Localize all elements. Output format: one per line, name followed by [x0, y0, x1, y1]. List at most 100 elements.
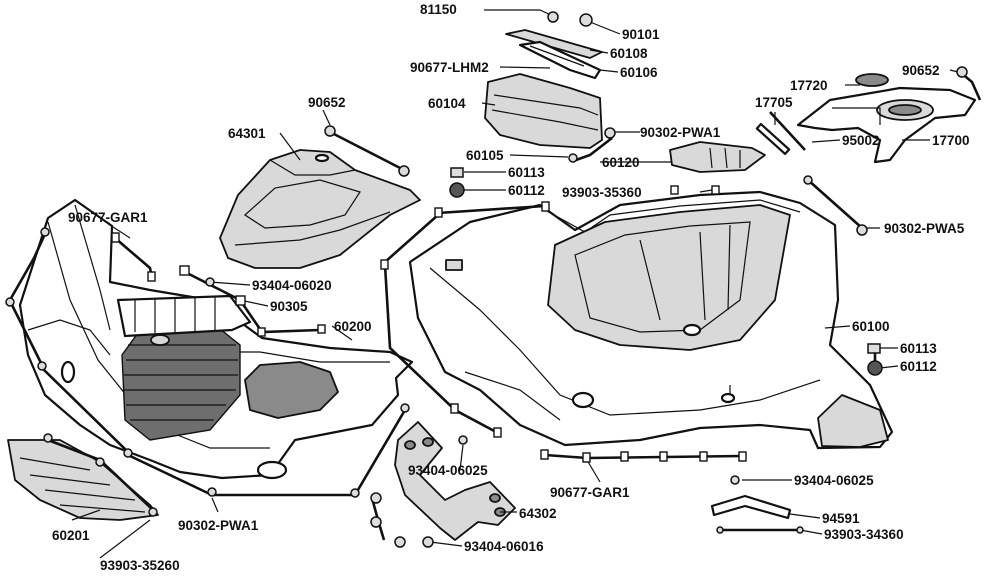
screw-icon: [5, 297, 15, 307]
screw-icon: [324, 125, 336, 137]
label-90302-pwa1-bottom: 90302-PWA1: [178, 518, 259, 533]
rack-part: [755, 73, 977, 164]
clip-icon: [620, 451, 629, 462]
label-17705: 17705: [755, 95, 793, 110]
nut-icon: [867, 360, 883, 376]
screw-icon: [43, 433, 53, 443]
label-90305: 90305: [270, 299, 308, 314]
screw-icon: [37, 361, 47, 371]
clip-icon: [380, 259, 389, 270]
label-60201: 60201: [52, 528, 90, 543]
strip-part: [710, 494, 792, 520]
screw-icon: [398, 165, 410, 177]
screw-icon: [716, 526, 724, 534]
label-17720: 17720: [790, 78, 828, 93]
label-60105: 60105: [466, 148, 504, 163]
label-64302: 64302: [519, 506, 557, 521]
clip-icon: [670, 185, 679, 195]
label-93903-34360: 93903-34360: [824, 527, 904, 542]
screw-icon: [205, 277, 215, 287]
main-body-part: [408, 190, 894, 450]
screw-icon: [422, 536, 434, 548]
label-60200: 60200: [334, 319, 372, 334]
clip-icon: [434, 207, 443, 218]
cover-60120-part: [669, 141, 766, 173]
label-60120: 60120: [602, 155, 640, 170]
label-93404-06020: 93404-06020: [252, 278, 332, 293]
label-17700: 17700: [932, 133, 970, 148]
clip-icon: [493, 427, 502, 438]
label-93404-06016: 93404-06016: [464, 539, 544, 554]
screw-icon: [123, 448, 133, 458]
label-93903-35260: 93903-35260: [100, 558, 180, 573]
label-90652-right: 90652: [902, 63, 940, 78]
screw-icon: [547, 11, 559, 23]
clip-icon: [111, 232, 120, 243]
label-90677-gar1-bottom: 90677-GAR1: [550, 485, 630, 500]
label-60104: 60104: [428, 96, 466, 111]
label-90677-gar1-left: 90677-GAR1: [68, 210, 148, 225]
label-90302-pwa1-top: 90302-PWA1: [640, 125, 721, 140]
label-60106: 60106: [620, 65, 658, 80]
nut-icon: [449, 182, 465, 198]
label-60112-right: 60112: [900, 359, 937, 374]
label-93404-06025-right: 93404-06025: [794, 473, 874, 488]
front-cover-part: [219, 149, 421, 269]
screw-icon: [803, 175, 813, 185]
screw-icon: [568, 153, 578, 163]
clip-icon: [450, 403, 459, 414]
label-93404-06025-mid: 93404-06025: [408, 463, 488, 478]
clip-icon: [147, 271, 156, 282]
label-64301: 64301: [228, 126, 266, 141]
clip-icon: [738, 451, 747, 462]
seat-cushion-part: [484, 73, 603, 149]
strap-bracket-part: [505, 29, 603, 80]
label-60100: 60100: [852, 319, 890, 334]
clip-icon: [582, 452, 591, 463]
fasteners: [5, 11, 968, 548]
clip-icon: [235, 295, 246, 306]
screw-icon: [604, 127, 616, 139]
label-95002: 95002: [842, 133, 880, 148]
bracket-64302-part: [394, 421, 516, 541]
label-94591: 94591: [822, 511, 860, 526]
screw-icon: [350, 488, 360, 498]
screw-icon: [400, 403, 410, 413]
nut-icon: [867, 343, 881, 354]
label-60113-top: 60113: [508, 165, 545, 180]
label-90677-lhm2: 90677-LHM2: [410, 60, 489, 75]
screw-icon: [370, 492, 382, 504]
screw-icon: [956, 66, 968, 78]
label-93903-35360: 93903-35360: [562, 185, 642, 200]
label-60113-right: 60113: [900, 341, 937, 356]
screw-icon: [796, 526, 804, 534]
label-60112-top: 60112: [508, 183, 545, 198]
clip-icon: [540, 449, 549, 460]
clip-icon: [257, 327, 266, 337]
clip-icon: [541, 201, 550, 212]
part-labels: 81150 90101 60108 90677-LHM2 60106 60104…: [52, 2, 970, 573]
screw-icon: [95, 457, 105, 467]
label-60108: 60108: [610, 46, 648, 61]
screw-icon: [207, 487, 217, 497]
label-81150: 81150: [420, 2, 457, 17]
nut-icon: [450, 167, 464, 178]
screw-icon: [40, 227, 50, 237]
screw-icon: [730, 475, 740, 485]
clip-icon: [317, 324, 326, 334]
screw-icon: [579, 13, 593, 27]
label-90302-pwa5: 90302-PWA5: [884, 221, 965, 236]
screw-icon: [370, 516, 382, 528]
screw-icon: [458, 435, 468, 445]
clip-icon: [659, 451, 668, 462]
screw-icon: [148, 507, 158, 517]
front-fender-part: [18, 198, 414, 480]
screw-icon: [856, 224, 868, 236]
label-90101: 90101: [622, 27, 660, 42]
screw-icon: [394, 536, 406, 548]
clip-icon: [699, 451, 708, 462]
clip-icon: [179, 265, 190, 276]
clip-icon: [711, 185, 720, 195]
label-90652-top: 90652: [308, 95, 346, 110]
